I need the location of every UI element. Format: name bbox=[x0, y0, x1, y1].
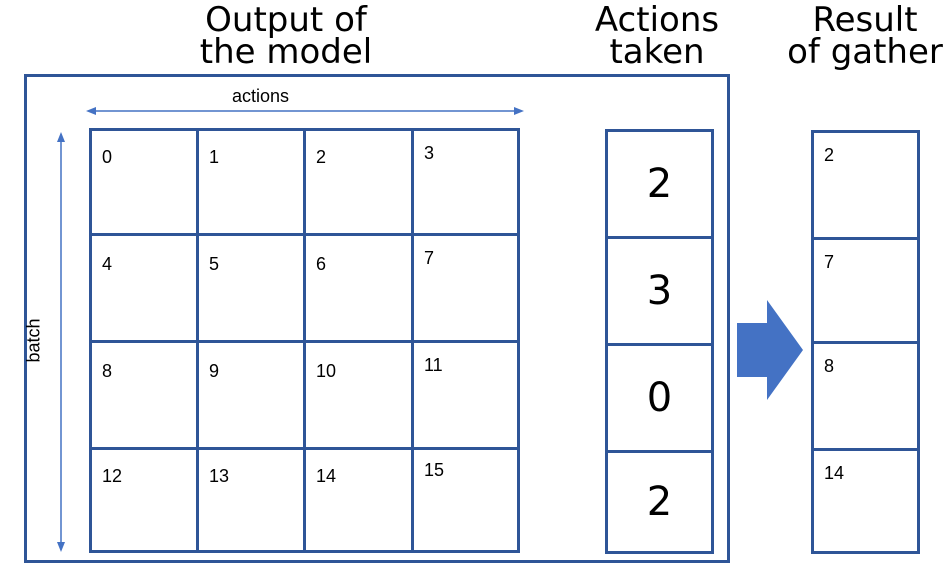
axis-label-actions: actions bbox=[232, 86, 290, 106]
grid-cell-0-1: 1 bbox=[196, 128, 306, 236]
action-cell-1: 3 bbox=[605, 236, 714, 346]
grid-value: 11 bbox=[424, 355, 443, 375]
heading-output-line-1: Output of bbox=[205, 0, 367, 40]
heading-output-line-2: the model bbox=[199, 32, 373, 72]
heading-actions-line-2: taken bbox=[609, 32, 705, 72]
grid-cell-2-3: 11 bbox=[411, 340, 520, 450]
result-value: 14 bbox=[824, 463, 845, 483]
heading-actions-taken: Actions taken bbox=[582, 0, 732, 72]
grid-cell-1-2: 6 bbox=[303, 233, 414, 343]
grid-cell-3-2: 14 bbox=[303, 447, 414, 553]
result-cell-3: 14 bbox=[811, 448, 920, 554]
grid-cell-0-2: 2 bbox=[303, 128, 414, 236]
grid-value: 8 bbox=[102, 361, 113, 381]
heading-actions-line-1: Actions bbox=[594, 0, 720, 40]
grid-value: 5 bbox=[209, 254, 220, 274]
grid-value: 15 bbox=[424, 460, 445, 480]
grid-cell-3-1: 13 bbox=[196, 447, 306, 553]
grid-value: 14 bbox=[316, 466, 337, 486]
grid-value: 12 bbox=[102, 466, 123, 486]
grid-cell-1-3: 7 bbox=[411, 233, 520, 343]
grid-value: 4 bbox=[102, 254, 113, 274]
grid-value: 1 bbox=[209, 147, 220, 167]
action-cell-2: 0 bbox=[605, 343, 714, 453]
action-value: 0 bbox=[646, 375, 673, 421]
grid-value: 7 bbox=[424, 248, 435, 268]
action-cell-3: 2 bbox=[605, 450, 714, 554]
action-value: 3 bbox=[646, 268, 673, 314]
grid-value: 0 bbox=[102, 147, 113, 167]
grid-value: 3 bbox=[424, 143, 435, 163]
grid-value: 10 bbox=[316, 361, 337, 381]
grid-value: 9 bbox=[209, 361, 220, 381]
action-cell-0: 2 bbox=[605, 129, 714, 239]
result-cell-2: 8 bbox=[811, 341, 920, 451]
grid-cell-1-1: 5 bbox=[196, 233, 306, 343]
action-value: 2 bbox=[646, 161, 673, 207]
grid-cell-2-2: 10 bbox=[303, 340, 414, 450]
result-value: 2 bbox=[824, 145, 835, 165]
actions-axis-arrow bbox=[86, 107, 524, 115]
grid-cell-0-0: 0 bbox=[89, 128, 199, 236]
grid-value: 2 bbox=[316, 147, 327, 167]
action-value: 2 bbox=[646, 479, 673, 525]
grid-cell-2-1: 9 bbox=[196, 340, 306, 450]
result-cell-1: 7 bbox=[811, 237, 920, 344]
heading-output-of-the-model: Output of the model bbox=[178, 0, 394, 72]
heading-result-of-gather: Result of gather bbox=[782, 0, 948, 72]
result-cell-0: 2 bbox=[811, 130, 920, 240]
grid-cell-3-0: 12 bbox=[89, 447, 199, 553]
grid-cell-0-3: 3 bbox=[411, 128, 520, 236]
grid-cell-2-0: 8 bbox=[89, 340, 199, 450]
grid-cell-1-0: 4 bbox=[89, 233, 199, 343]
result-value: 7 bbox=[824, 252, 835, 272]
grid-cell-3-3: 15 bbox=[411, 447, 520, 553]
heading-result-line-2: of gather bbox=[787, 32, 943, 72]
gather-arrow bbox=[737, 300, 803, 400]
heading-result-line-1: Result bbox=[812, 0, 918, 40]
grid-value: 6 bbox=[316, 254, 327, 274]
result-value: 8 bbox=[824, 356, 835, 376]
batch-axis-arrow bbox=[57, 132, 65, 552]
outer-frame bbox=[24, 74, 730, 563]
grid-value: 13 bbox=[209, 466, 230, 486]
